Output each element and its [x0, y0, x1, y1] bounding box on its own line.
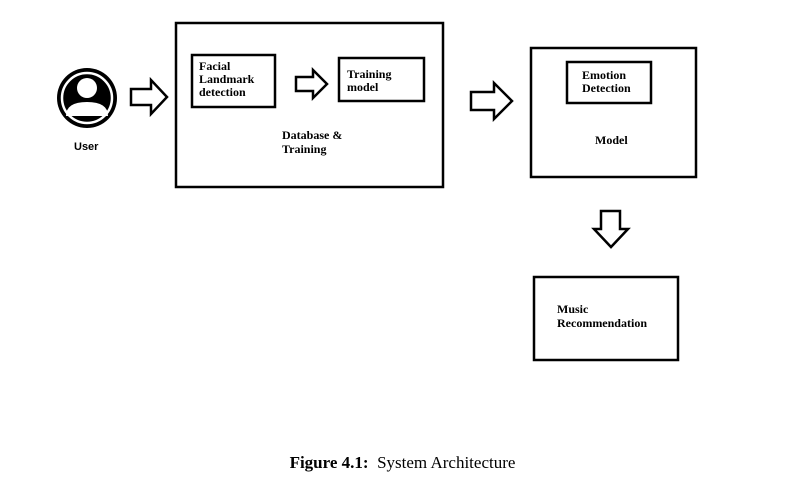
- model-title: Model: [595, 133, 628, 147]
- emotion-detection-label: Emotion Detection: [582, 68, 631, 95]
- figure-caption-text: System Architecture: [377, 453, 516, 472]
- database-training-title: Database & Training: [282, 128, 345, 156]
- down-arrow-icon: [591, 209, 631, 249]
- figure-caption-label: Figure 4.1:: [289, 453, 369, 472]
- music-recommendation-label: Music Recommendation: [557, 302, 647, 330]
- user-label: User: [74, 141, 99, 153]
- right-arrow-icon: [469, 79, 514, 123]
- right-arrow-icon: [129, 76, 169, 118]
- emotion-detection-box: [565, 60, 653, 105]
- facial-landmark-box: [190, 53, 277, 109]
- figure-caption: Figure 4.1: System Architecture: [0, 453, 805, 473]
- right-arrow-icon: [294, 66, 329, 102]
- training-model-box: [337, 56, 426, 103]
- user-avatar-icon: [57, 68, 117, 128]
- training-model-label: Training model: [347, 67, 394, 94]
- database-training-box: [174, 21, 445, 189]
- model-box: [529, 46, 698, 179]
- architecture-diagram: User Facial Landmark detection Training …: [57, 21, 698, 362]
- facial-landmark-label: Facial Landmark detection: [199, 59, 257, 99]
- music-recommendation-box: [532, 275, 680, 362]
